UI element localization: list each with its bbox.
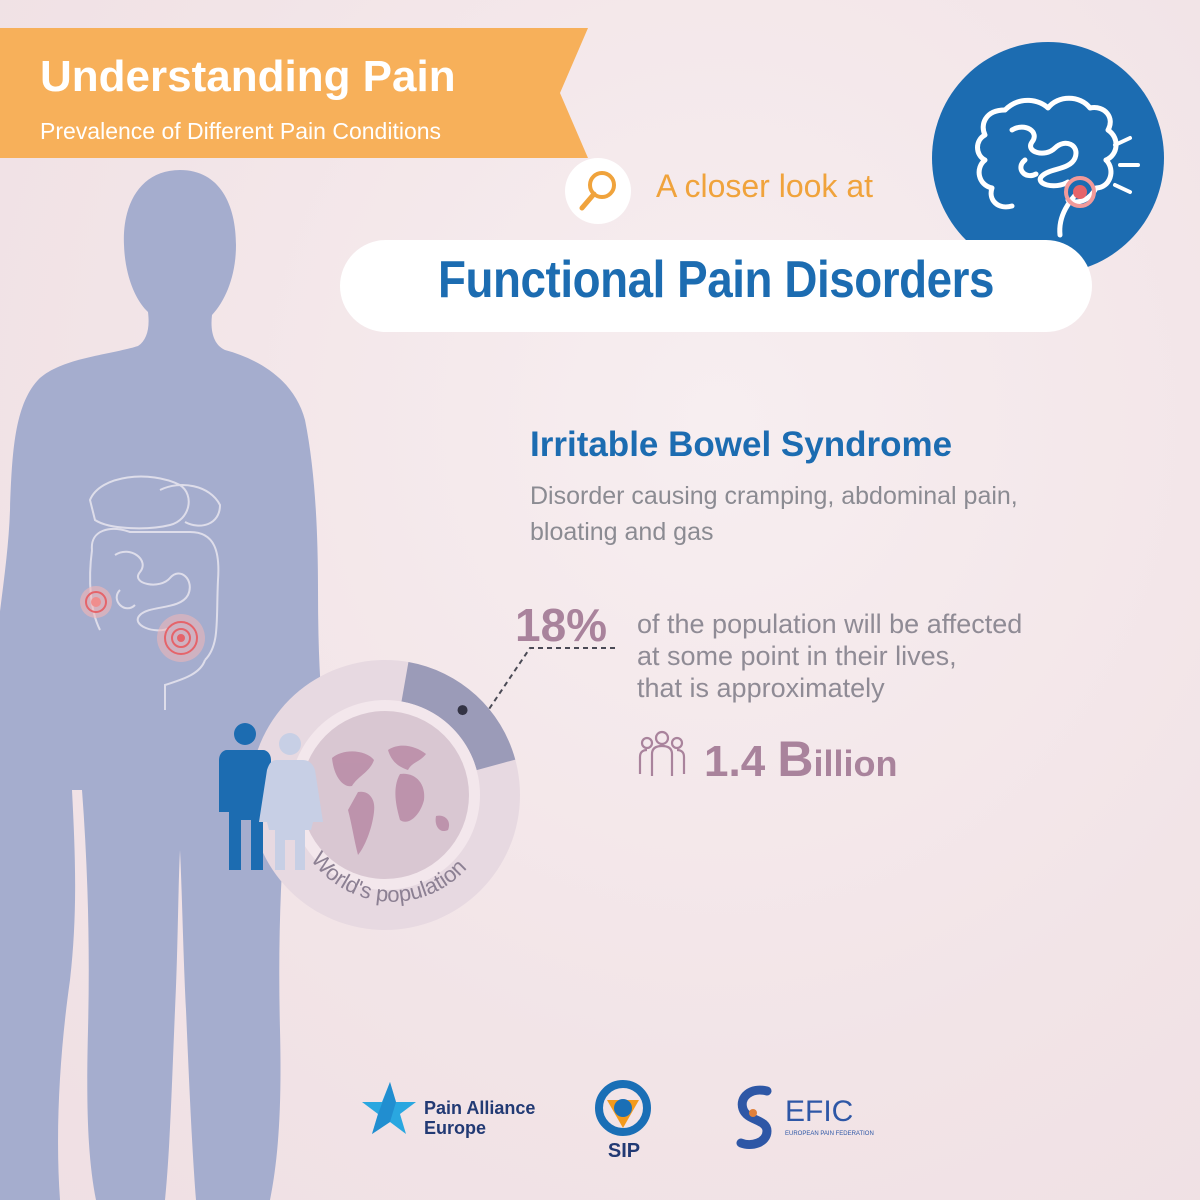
count-number: 1.4 (704, 737, 778, 786)
condition-name: Irritable Bowel Syndrome (530, 425, 953, 464)
magnifier-badge (565, 158, 631, 224)
prevalence-line2: at some point in their lives, (637, 641, 957, 671)
topic-title: Functional Pain Disorders (437, 251, 995, 309)
count-unit-initial: B (777, 731, 814, 787)
man-woman-icon (219, 723, 323, 870)
donut-slice-affected (401, 662, 516, 771)
prevalence-percent: 18% (515, 599, 608, 651)
prevalence-line1: of the population will be affected (637, 609, 1023, 639)
prevalence-line3: that is approximately (637, 673, 885, 703)
pain-alliance-europe-logo: Pain Alliance Europe (424, 1098, 535, 1138)
star-icon (362, 1082, 416, 1134)
world-population-donut: World's population (250, 660, 520, 930)
human-body-silhouette (0, 170, 341, 1200)
pain-marker-small (80, 586, 112, 618)
pain-marker-large (157, 614, 205, 662)
pae-line2: Europe (424, 1118, 487, 1138)
intestine-icon (932, 42, 1164, 274)
efic-logo-text: EFIC (785, 1095, 854, 1128)
page-title: Understanding Pain (40, 52, 456, 101)
digestive-system-illustration (88, 475, 222, 710)
sip-logo-text: SIP (607, 1140, 641, 1162)
efic-logo-subtext: EUROPEAN PAIN FEDERATION (785, 1131, 874, 1137)
condition-description: Disorder causing cramping, abdominal pai… (530, 478, 1130, 550)
magnifier-icon (579, 171, 616, 211)
efic-logo-icon (736, 1085, 772, 1149)
pae-line1: Pain Alliance (424, 1098, 536, 1118)
page-subtitle: Prevalence of Different Pain Conditions (40, 118, 442, 144)
population-count: 1.4 Billion (704, 730, 898, 788)
people-group-icon (638, 730, 686, 776)
condition-description-line2: bloating and gas (530, 518, 714, 546)
closer-look-text: A closer look at (656, 168, 873, 204)
header-ribbon (0, 28, 588, 158)
prevalence-description: of the population will be affected at so… (637, 608, 1177, 704)
sip-logo-icon (595, 1080, 651, 1136)
title-pill (340, 240, 1092, 332)
condition-description-line1: Disorder causing cramping, abdominal pai… (530, 482, 1018, 510)
count-unit-rest: illion (813, 743, 898, 784)
callout-connector (474, 647, 615, 731)
slice-marker-dot (457, 705, 468, 716)
